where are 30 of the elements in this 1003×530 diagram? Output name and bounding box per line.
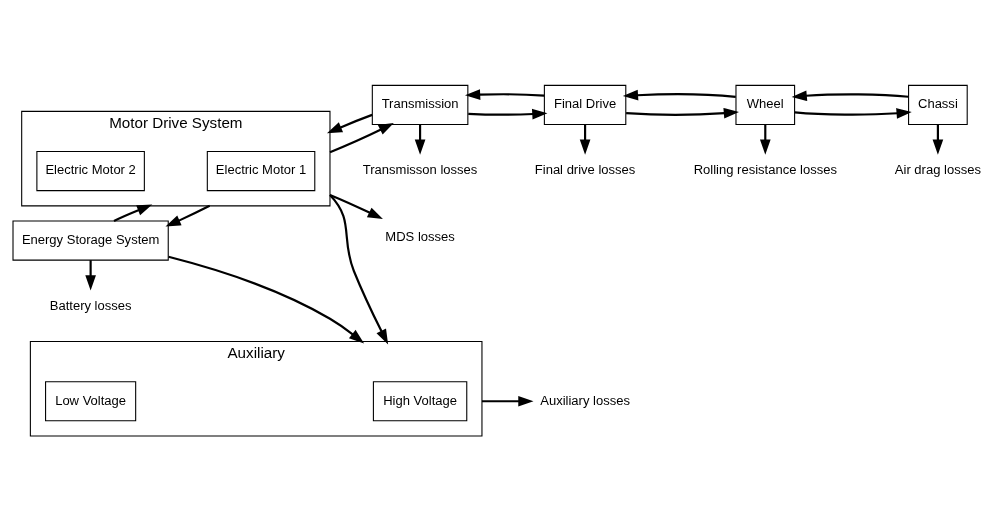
node-text: Final drive losses [534,162,636,178]
arrow [468,108,548,120]
arrow [329,122,394,154]
arrow [326,113,373,134]
arrow [168,255,365,344]
node-text: Transmisson losses [362,162,478,178]
node-box: Chassi [908,84,968,125]
arrow [113,204,153,222]
node-box: Low Voltage [45,381,137,422]
node-box: Wheel [735,84,796,125]
arrow [626,107,739,119]
node-box: Electric Motor 2 [36,151,145,192]
node-box: Energy Storage System [12,220,169,261]
arrow [791,90,909,101]
node-box: Electric Motor 1 [206,151,316,192]
node-box: High Voltage [372,381,468,422]
node-text: Rolling resistance losses [693,162,837,178]
node-box: Transmission [371,84,469,125]
arrow [329,193,383,220]
arrow [622,89,736,101]
node-text: Auxiliary losses [540,392,630,408]
arrow [329,194,389,345]
node-text: Battery losses [49,298,132,314]
arrow [481,395,534,407]
node-text: MDS losses [385,228,455,244]
node-box: Final Drive [543,84,627,125]
node-text: Air drag losses [894,162,981,178]
arrow [794,108,912,119]
arrow [465,89,545,100]
arrow [165,204,211,227]
